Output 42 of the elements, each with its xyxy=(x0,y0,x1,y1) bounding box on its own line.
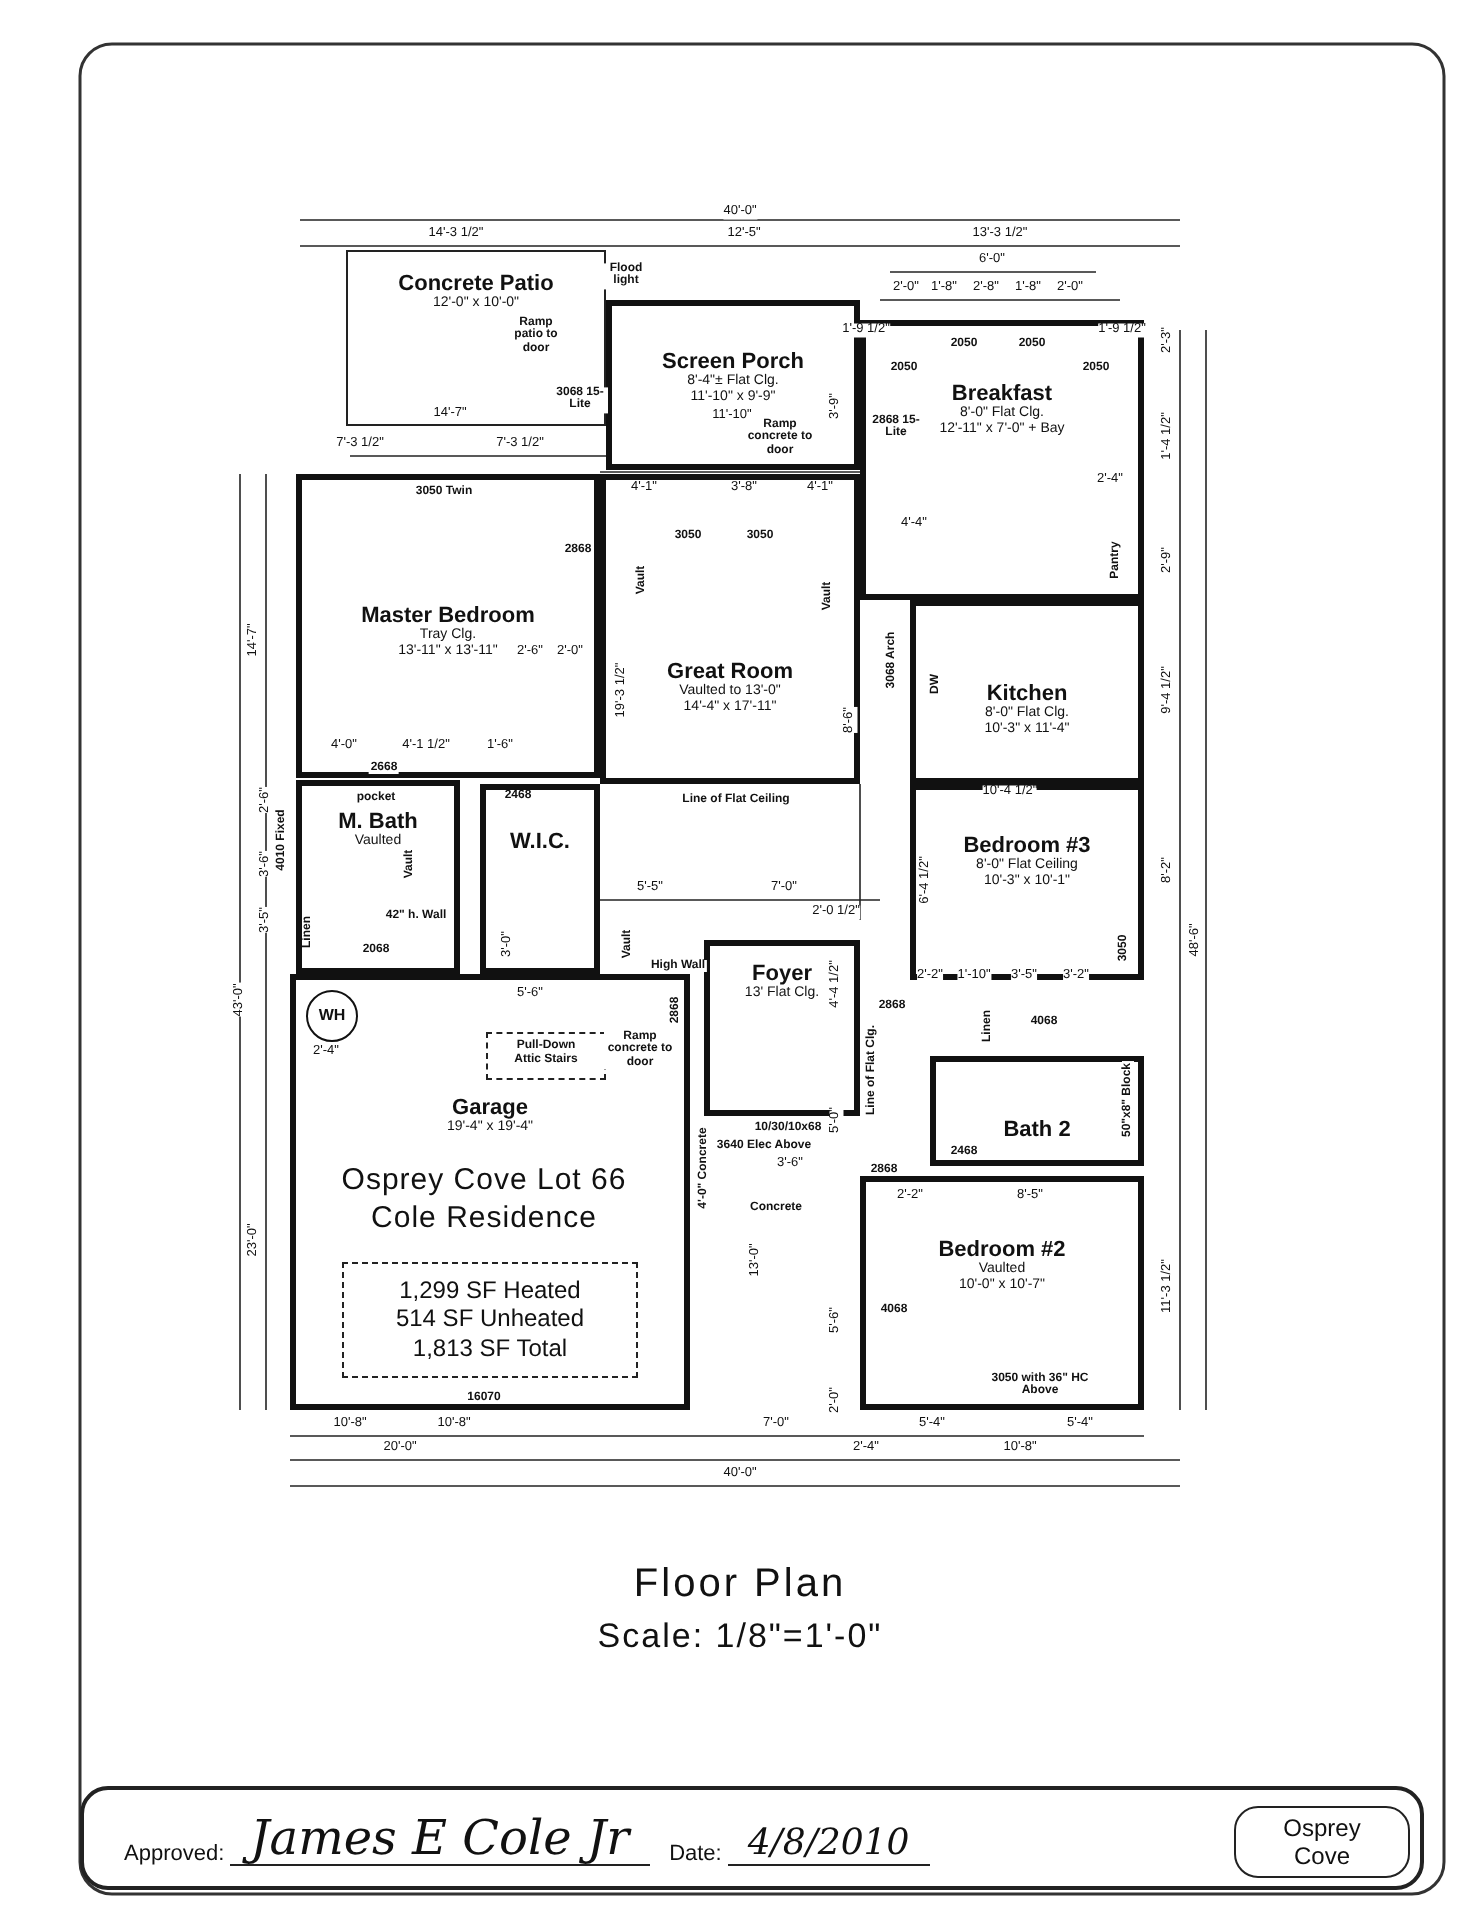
room-outline xyxy=(296,474,600,778)
water-heater-circle xyxy=(306,990,358,1042)
room-outline xyxy=(480,784,600,974)
room-outline xyxy=(290,974,690,1410)
signature: James E Cole Jr xyxy=(230,1811,650,1866)
room-outline xyxy=(860,320,1144,600)
area-summary-box xyxy=(342,1262,638,1378)
room-outline xyxy=(296,780,460,974)
community-name: Osprey Cove xyxy=(1281,1813,1363,1871)
project-name: Cole Residence xyxy=(371,1203,597,1233)
drawing-title: Floor Plan xyxy=(633,1564,847,1604)
room-name: Great Room xyxy=(667,660,793,684)
stamp-box xyxy=(1234,1806,1410,1878)
room-name: Master Bedroom xyxy=(361,604,535,628)
room-name: Foyer xyxy=(752,962,812,986)
room-name: Breakfast xyxy=(951,382,1053,406)
area-text: 1,813 SF Total xyxy=(412,1333,568,1363)
room-outline xyxy=(910,600,1144,784)
fixture-label: WH xyxy=(318,1007,346,1025)
area-text: 514 SF Unheated xyxy=(395,1304,585,1334)
room-outline xyxy=(600,474,860,784)
date-value: 4/8/2010 xyxy=(727,1824,930,1866)
date-label: Date: xyxy=(669,1842,722,1866)
room-name: Concrete Patio xyxy=(398,272,554,296)
room-name: Bath 2 xyxy=(1003,1118,1071,1143)
title-block xyxy=(80,1786,1424,1890)
attic-stairs-box xyxy=(486,1032,606,1080)
room-name: M. Bath xyxy=(338,810,418,834)
room-name: Bedroom #3 xyxy=(963,834,1091,858)
room-outline xyxy=(930,1056,1144,1166)
approval-label: Approved: xyxy=(124,1842,225,1866)
area-text: 1,299 SF Heated xyxy=(399,1276,581,1305)
room-name: W.I.C. xyxy=(510,830,570,855)
porch-outline xyxy=(606,300,860,470)
room-name: Garage xyxy=(452,1096,528,1120)
room-name: Screen Porch xyxy=(662,350,804,374)
room-name: Bedroom #2 xyxy=(938,1238,1066,1262)
project-name: Osprey Cove Lot 66 xyxy=(341,1165,627,1195)
room-outline xyxy=(860,1176,1144,1410)
patio-outline xyxy=(346,250,606,426)
scale-note: Scale: 1/8"=1'-0" xyxy=(597,1619,883,1653)
room-name: Kitchen xyxy=(986,682,1068,706)
